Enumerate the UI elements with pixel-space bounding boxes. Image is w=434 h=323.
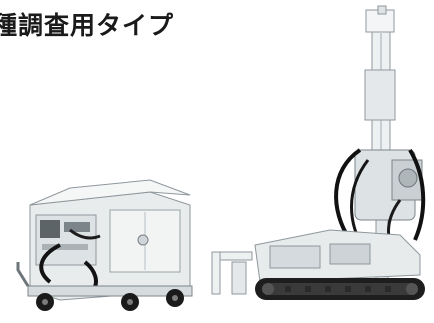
crawler-drill-rig	[211, 5, 426, 300]
caption-text: 種調査用タイプ	[0, 11, 175, 40]
power-unit	[16, 179, 193, 311]
